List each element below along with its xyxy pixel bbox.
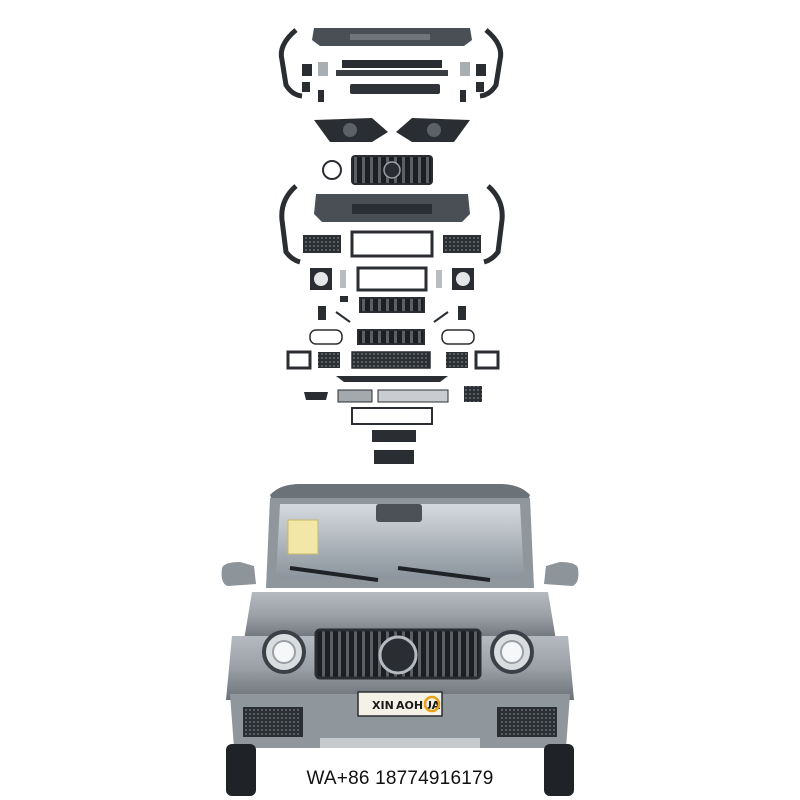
rearview-mirror [376, 504, 422, 522]
right-air-intake [497, 707, 557, 737]
left-air-intake [243, 707, 303, 737]
lower-frame [356, 266, 428, 292]
plate-logo-icon [423, 695, 441, 713]
assembled-vehicle: XIN AOHUA [221, 484, 579, 796]
left-mirror [221, 562, 256, 586]
right-mirror [544, 562, 579, 586]
front-left-flare [279, 184, 301, 265]
left-fender-flare [278, 28, 303, 99]
left-tire [226, 744, 256, 796]
rear-lower-trim [350, 84, 440, 94]
rear-diffuser [342, 60, 442, 68]
right-fender-flare [479, 28, 504, 99]
roof [270, 484, 530, 500]
skid-plate [320, 738, 480, 748]
license-bracket [372, 430, 416, 442]
star-emblem [378, 635, 418, 675]
emblem-ring [322, 160, 342, 180]
right-wiper [397, 566, 491, 582]
right-tire [544, 744, 574, 796]
front-right-flare [483, 184, 505, 265]
plate-right-text: AOHUA [396, 699, 441, 712]
right-vent [443, 235, 481, 253]
left-wiper [289, 566, 379, 582]
hood [244, 592, 556, 640]
parts-diagram [278, 28, 505, 464]
plate-left-text: XIN [372, 699, 394, 712]
left-vent [303, 235, 341, 253]
windshield-sticker [287, 519, 319, 555]
vehicle-bumper [230, 694, 570, 748]
contact-caption: WA+86 18774916179 [306, 768, 494, 789]
bumper-frame [350, 230, 434, 258]
windshield [276, 504, 524, 578]
license-plate: XIN AOHUA [357, 691, 443, 717]
